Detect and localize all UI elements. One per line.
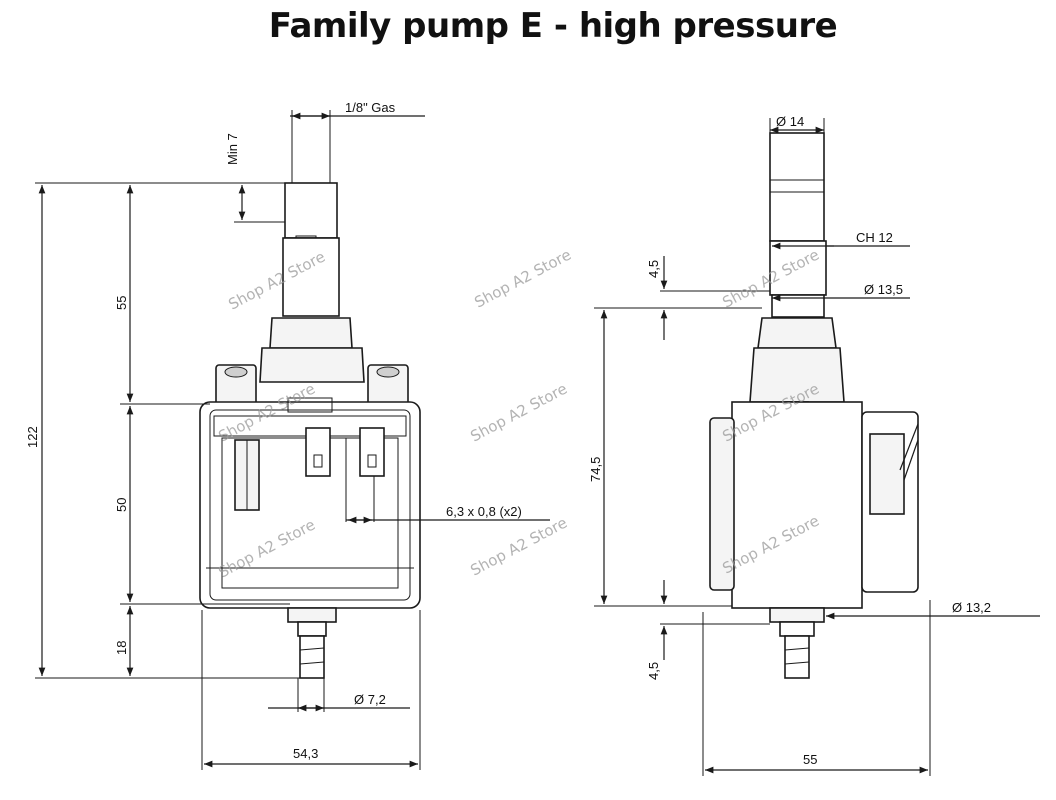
watermark: Shop A2 Store [467, 514, 570, 580]
outlet-nozzle [299, 635, 325, 679]
inlet-nozzle [284, 182, 338, 239]
body-height-label: 74,5 [588, 457, 603, 482]
watermark: Shop A2 Store [471, 246, 574, 312]
side-width-label: 55 [803, 752, 817, 767]
terminal-size-label: 6,3 x 0,8 (x2) [446, 504, 522, 519]
neck-diameter-label: Ø 13,5 [864, 282, 903, 297]
side-rear-plate [709, 417, 735, 591]
upper-gap-label: 4,5 [646, 260, 661, 278]
collar [269, 317, 353, 349]
outlet-collar [287, 607, 337, 623]
side-connector [869, 433, 905, 515]
front-width-label: 54,3 [293, 746, 318, 761]
side-collar [757, 317, 837, 349]
thread-label: 1/8" Gas [345, 100, 396, 115]
total-height-label: 122 [25, 426, 40, 448]
shoulder [259, 347, 365, 383]
hex-size-label: CH 12 [856, 230, 893, 245]
spade-terminal-right [359, 427, 385, 477]
side-inlet-nozzle [769, 132, 825, 242]
side-outlet-collar [769, 607, 825, 623]
lower-gap-label: 4,5 [646, 662, 661, 680]
lower-height-label: 18 [114, 641, 129, 655]
watermark: Shop A2 Store [467, 380, 570, 446]
side-outlet-nozzle [784, 635, 810, 679]
middle-height-label: 50 [114, 498, 129, 512]
spade-terminal-left [305, 427, 331, 477]
min-length-label: Min 7 [225, 133, 240, 165]
front-view: 1/8" Gas Min 7 122 55 50 18 6,3 x 0,8 (x… [25, 100, 550, 770]
top-diameter-label: Ø 14 [776, 114, 804, 129]
upper-height-label: 55 [114, 296, 129, 310]
bottom-diameter-label: Ø 13,2 [952, 600, 991, 615]
side-hex [769, 240, 827, 296]
inlet-neck [282, 237, 340, 317]
outlet-diameter-label: Ø 7,2 [354, 692, 386, 707]
side-coil-body [731, 401, 863, 609]
page-title: Family pump E - high pressure [268, 6, 838, 46]
side-view: Ø 14 CH 12 4,5 Ø 13,5 74,5 Ø 13,2 4,5 55 [588, 114, 1040, 776]
